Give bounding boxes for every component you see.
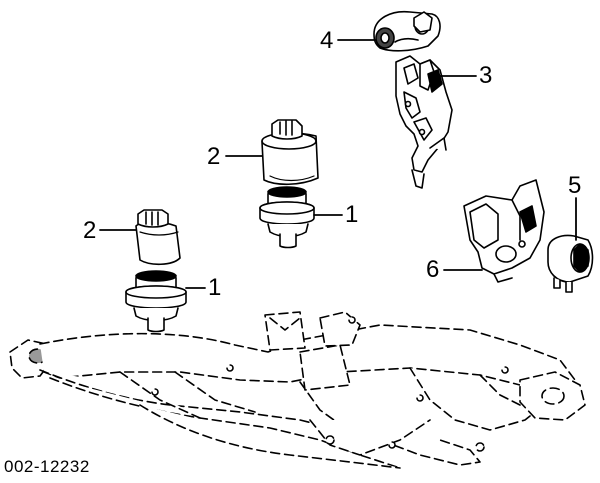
top-mount-part xyxy=(374,12,440,51)
transmission-bracket-part xyxy=(396,56,452,188)
upper-insulator-center-part xyxy=(262,120,318,184)
callout-4: 4 xyxy=(320,27,334,54)
callout-3: 3 xyxy=(479,62,493,89)
lower-insulator-center-part xyxy=(260,187,314,248)
callout-1-left: 1 xyxy=(208,274,222,301)
callout-5: 5 xyxy=(568,172,582,199)
lower-insulator-left-part xyxy=(126,271,186,332)
rear-insulator-part xyxy=(548,236,593,292)
diagram-code: 002-12232 xyxy=(4,457,90,476)
upper-insulator-left-part xyxy=(136,210,180,264)
callout-1-center: 1 xyxy=(345,201,359,228)
callout-6: 6 xyxy=(426,256,440,283)
callout-2-left: 2 xyxy=(83,217,97,244)
callout-2-center: 2 xyxy=(207,143,221,170)
leader-lines xyxy=(100,40,576,288)
subframe-crossmember xyxy=(10,312,585,468)
rear-bracket-part xyxy=(464,180,544,282)
